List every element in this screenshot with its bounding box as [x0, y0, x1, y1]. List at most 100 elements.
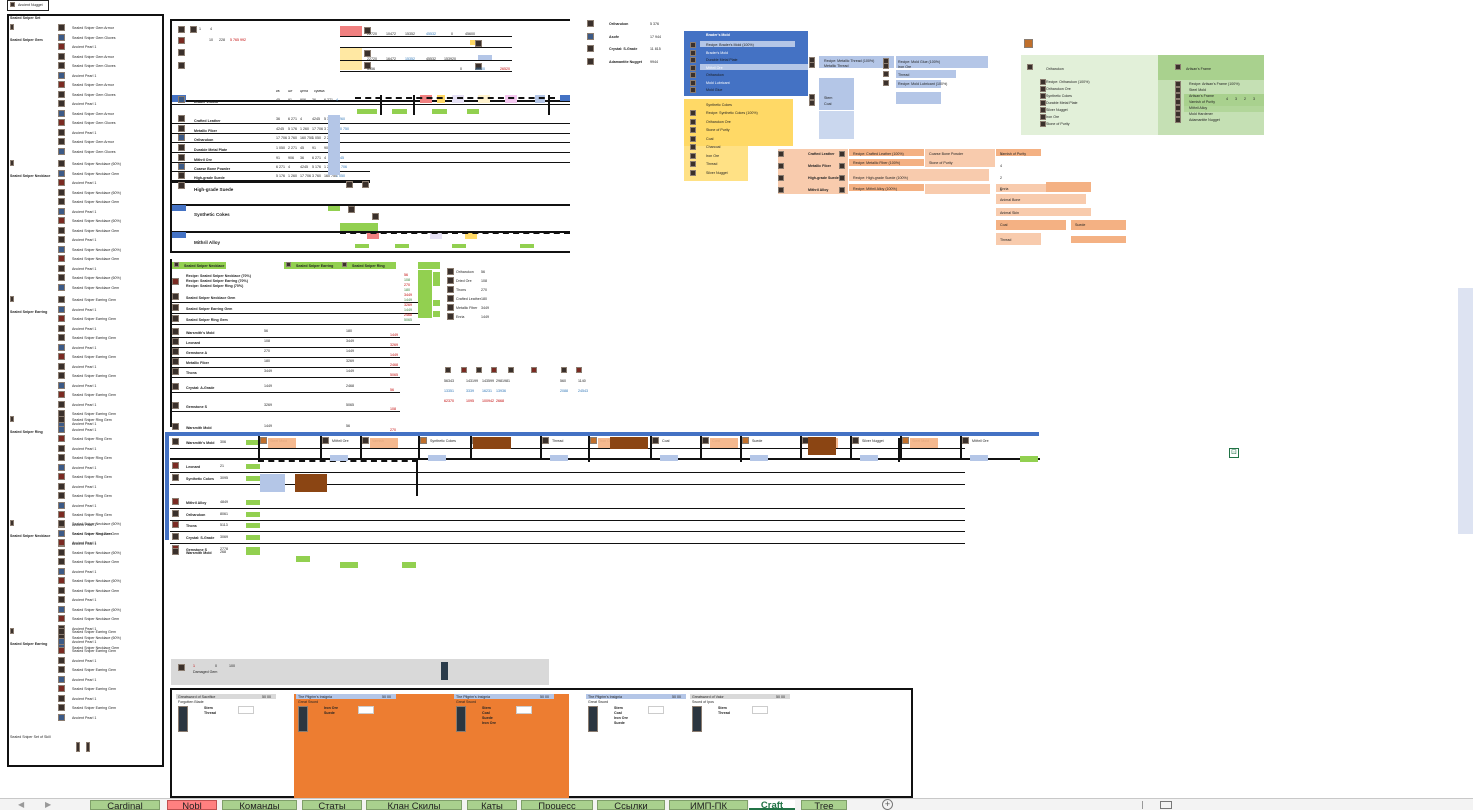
left-item-label: Sealed Sniper Necklace (60%) — [72, 636, 121, 640]
top-mid-icon — [587, 20, 594, 27]
right-green-sub-label: Steel Mold — [1189, 88, 1206, 92]
left-item-icon — [58, 548, 65, 556]
orange-item: Coarse Bone Powder — [929, 152, 964, 156]
main-row-label: High-grade Suede — [194, 176, 225, 180]
header-val-3: 10 — [209, 38, 213, 42]
orange-row-icon — [778, 151, 784, 157]
left-group-name: Sealed Sniper Necklace — [10, 174, 51, 178]
left-item-icon — [58, 381, 65, 389]
lower-number: 560 — [560, 379, 566, 383]
section-mithril: Mithril Alloy — [194, 240, 221, 245]
bottom-line-bold — [170, 458, 1040, 460]
stage-divider — [258, 436, 260, 460]
right-mid-blue-6 — [819, 111, 854, 139]
mid-side-label: Oriharukon — [456, 270, 474, 274]
excel-cell-icon[interactable]: ⊡ — [1229, 448, 1239, 458]
left-item-icon — [58, 81, 65, 88]
book-card-box — [238, 706, 254, 714]
left-item-label: Ancient Pearl 1 — [72, 402, 97, 407]
left-item-icon — [58, 305, 65, 313]
lower-number: 56343 — [444, 379, 454, 383]
stage-label: Coal — [662, 439, 670, 443]
main-row-value: 1 050 — [336, 174, 345, 178]
tab-bar-separator — [1142, 801, 1143, 809]
nav-next-sheet[interactable]: ▶ — [45, 800, 52, 809]
mid-side-val: 180 — [481, 297, 487, 301]
right-green-label: Oriharukon Ore — [1046, 87, 1071, 91]
orange-panel-a — [849, 149, 924, 156]
book-card-sub: Great Sword — [588, 700, 609, 704]
stage-label: Mithril Ore — [332, 439, 349, 443]
bottom-table-sidebar — [165, 432, 169, 540]
left-item-label: Ancient Pearl 1 — [72, 266, 97, 271]
right-mid-label: Recipe: Mold Glue (100%) — [898, 60, 941, 64]
top-number: 15352 — [405, 57, 415, 61]
stage-icon — [902, 437, 909, 444]
bottom-row-label: Warsmith Mold — [186, 551, 212, 555]
mid-mat-val-c: 1449 — [390, 353, 398, 357]
book-card-sub: Great Sword — [298, 700, 319, 704]
horizontal-scroll-box[interactable] — [1160, 801, 1172, 809]
left-item-label: Ancient Pearl 1 — [72, 541, 97, 546]
bottom-row-line — [170, 448, 965, 449]
left-item-label: Ancient Pearl 1 — [72, 364, 97, 369]
lower-number: 16231 — [482, 389, 492, 393]
lower-number: 143599 — [482, 379, 494, 383]
main-row-icon — [178, 134, 185, 141]
stage-blue — [860, 455, 878, 461]
left-item-icon — [58, 605, 65, 613]
main-row-icon — [178, 96, 185, 103]
grey-panel-val-2: 0 — [215, 664, 217, 668]
right-blue-label: Mithril Ore — [706, 65, 723, 70]
mid-gem-label: Sealed Sniper Earring Gem — [186, 307, 233, 311]
mid-mat-val-a: 270 — [264, 349, 270, 353]
lower-number: 2981981 — [496, 379, 510, 383]
left-item-icon — [58, 160, 65, 167]
vertical-scroll-area[interactable] — [1458, 288, 1473, 534]
stage-blue — [970, 455, 988, 461]
mid-side-label: Thons — [456, 288, 466, 292]
right-blue-label: Oriharukon — [706, 73, 724, 77]
bottom-row-icon — [172, 510, 179, 517]
mid-mat-icon — [172, 383, 179, 390]
main-row-label: Brader's Mold — [194, 100, 218, 104]
right-blue-title: Brader's Mold — [706, 33, 730, 37]
orange-panel-i — [996, 194, 1086, 204]
bottom-row-val: 4849 — [220, 500, 228, 504]
nav-prev-sheet[interactable]: ◀ — [18, 800, 25, 809]
right-yellow-label: Coal — [706, 136, 714, 141]
book-card-box — [648, 706, 664, 714]
book-card-line: Suede — [482, 716, 493, 720]
right-green-sub-icon-row — [1175, 117, 1181, 123]
main-row-value: 6 271 — [288, 117, 297, 121]
main-row-label: Coarse Bone Powder — [194, 167, 231, 171]
main-icon-d — [178, 49, 185, 56]
right-blue-icon — [690, 87, 696, 93]
bottom-row-line — [170, 531, 965, 532]
mid-mat-line — [170, 367, 400, 368]
left-item-label: Sealed Sniper Necklace (60%) — [72, 607, 121, 612]
main-row-value: 6 271 — [312, 156, 321, 160]
book-card-head — [454, 694, 554, 699]
right-mid-blue-2 — [896, 56, 988, 68]
book-card-val: 50 00 — [262, 695, 271, 699]
left-item-icon — [58, 128, 65, 136]
main-row-value: 4 — [288, 165, 290, 169]
left-group-icon — [10, 160, 14, 166]
add-sheet-button[interactable]: + — [882, 799, 893, 810]
mid-mat-line — [170, 392, 400, 393]
left-item-icon — [58, 109, 65, 117]
mid-tab-icon — [342, 262, 347, 267]
right-yellow-title: Synthetic Cokes — [706, 103, 732, 107]
left-item-label: Sealed Sniper Ring Gem — [72, 513, 112, 517]
left-item-icon — [58, 416, 65, 423]
left-item-label: Ancient Pearl 1 — [72, 522, 97, 527]
mid-tab-label: Sealed Sniper Necklace — [184, 264, 225, 268]
grey-panel-val-1: 1 — [193, 664, 195, 668]
left-item-icon — [58, 425, 65, 433]
left-item-icon — [58, 704, 65, 711]
left-item-icon — [58, 647, 65, 654]
artisan-top-icon — [1024, 39, 1033, 48]
right-green-sub-label: Artisan's Frame — [1189, 94, 1215, 98]
stage-divider — [650, 436, 652, 460]
